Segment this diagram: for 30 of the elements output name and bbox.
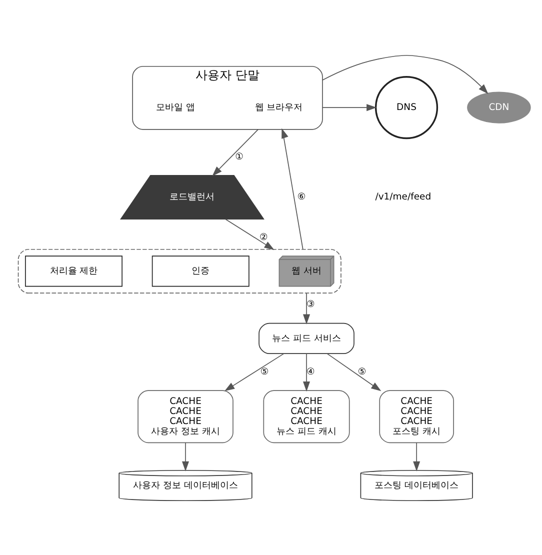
cluster bbox=[18, 248, 342, 293]
arrow bbox=[322, 54, 488, 94]
node-box: 뉴스 피드 서비스 bbox=[258, 322, 354, 354]
node-box: 처리율 제한 bbox=[25, 255, 122, 286]
edge-label: ③ bbox=[306, 298, 315, 310]
node-ellipse: CDN bbox=[467, 91, 531, 123]
edge-label: ⑥ bbox=[297, 191, 306, 202]
edge-label: ② bbox=[260, 231, 268, 242]
edge-label: ④ bbox=[306, 366, 315, 377]
node-text: 모바일 앱 bbox=[156, 101, 195, 112]
arrow bbox=[302, 352, 310, 392]
edge-label: ① bbox=[235, 150, 244, 162]
node-box: CACHE CACHE CACHE 뉴스 피드 캐시 bbox=[263, 390, 350, 443]
edge-label: ⑤ bbox=[358, 366, 366, 377]
arrow bbox=[225, 218, 274, 250]
arrow bbox=[224, 352, 284, 391]
node-text: 웹 브라우저 bbox=[254, 101, 303, 112]
arrow bbox=[282, 128, 304, 250]
arrow bbox=[322, 104, 377, 111]
label: /v1/me/feed bbox=[375, 191, 432, 202]
node-box: CACHE CACHE CACHE 사용자 정보 캐시 bbox=[138, 390, 234, 443]
arrow bbox=[182, 442, 190, 471]
node-box: 인증 bbox=[152, 255, 250, 286]
arrow bbox=[326, 352, 382, 391]
arrow bbox=[413, 442, 420, 471]
node-circle: DNS bbox=[374, 76, 438, 139]
arrow bbox=[302, 292, 310, 324]
edge-label: ⑤ bbox=[260, 366, 269, 377]
node-box: CACHE CACHE CACHE 포스팅 캐시 bbox=[379, 390, 454, 443]
arrow bbox=[212, 128, 259, 176]
